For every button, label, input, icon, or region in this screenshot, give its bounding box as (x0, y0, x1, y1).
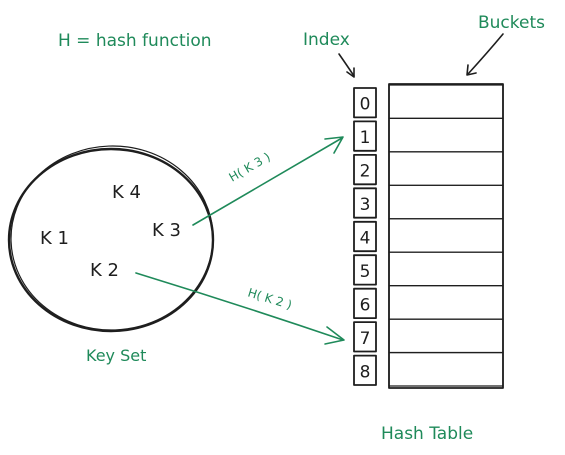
index-value-8: 8 (360, 362, 371, 382)
bucket-row-7 (388, 318, 504, 354)
index-cell-3 (353, 187, 377, 219)
index-cell-1 (353, 120, 377, 152)
index-value-0: 0 (360, 95, 371, 115)
bucket-row-4 (388, 218, 504, 253)
bucket-row-3 (388, 184, 504, 220)
index-cell-6 (353, 287, 377, 320)
bucket-row-1 (388, 117, 504, 153)
index-value-2: 2 (360, 162, 371, 182)
bucket-row-0 (388, 84, 504, 120)
index-value-5: 5 (360, 262, 371, 282)
key-k1: K 1 (40, 228, 69, 249)
mapping-arrow-k3 (192, 136, 344, 226)
index-cell-7 (353, 321, 377, 353)
hash-table-label: Hash Table (381, 424, 473, 444)
bucket-row-2 (388, 151, 504, 186)
key-set-label: Key Set (86, 346, 146, 365)
key-k2: K 2 (90, 260, 119, 281)
mapping-arrow-k2 (135, 272, 345, 345)
key-set-ellipse (7, 145, 215, 333)
index-pointer-arrow (338, 53, 355, 78)
index-value-7: 7 (360, 329, 371, 349)
buckets-pointer-arrow (466, 33, 504, 76)
legend-text: H = hash function (58, 31, 212, 51)
hash-table: 0 1 2 3 4 5 6 7 8 (353, 83, 504, 389)
key-k3: K 3 (152, 220, 181, 241)
index-cell-8 (353, 354, 377, 386)
mapping-label-k3: H( K 3 ) (227, 150, 273, 185)
index-value-4: 4 (360, 229, 371, 249)
index-value-1: 1 (360, 128, 371, 148)
bucket-row-8 (388, 352, 504, 387)
bucket-row-6 (388, 285, 504, 320)
mapping-label-k2: H( K 2 ) (246, 285, 293, 312)
index-label: Index (303, 30, 350, 50)
index-cell-2 (353, 153, 377, 186)
index-cell-0 (353, 87, 377, 119)
index-cell-5 (353, 254, 377, 286)
buckets-label: Buckets (478, 13, 545, 33)
index-value-3: 3 (360, 195, 371, 215)
buckets-frame (388, 83, 504, 389)
index-cell-4 (353, 220, 377, 253)
bucket-row-5 (388, 251, 504, 287)
index-value-6: 6 (360, 295, 371, 315)
key-k4: K 4 (112, 182, 141, 203)
